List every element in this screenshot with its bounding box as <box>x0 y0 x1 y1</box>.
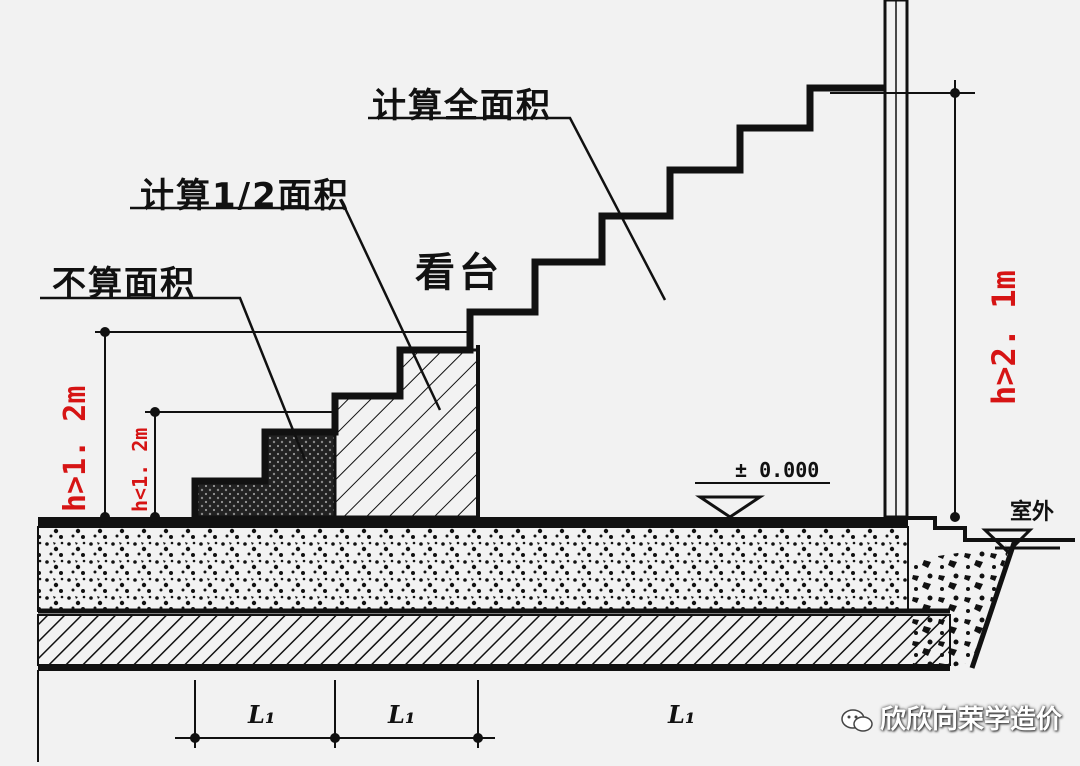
dim-dot <box>950 512 960 522</box>
dim-dot <box>150 512 160 522</box>
dim-dot <box>950 88 960 98</box>
dim-text-l1-a: L₁ <box>248 700 276 729</box>
watermark: 欣欣向荣学造价 <box>840 699 1062 736</box>
dim-dot <box>473 733 483 743</box>
label-elevation: ± 0.000 <box>735 458 820 482</box>
dim-h-lt-1-2 <box>145 408 335 520</box>
label-stand: 看台 <box>415 250 503 296</box>
outdoor-slope <box>969 539 1018 669</box>
outdoor-grade-line <box>905 516 1075 542</box>
outdoor-elevation-marker <box>981 528 1060 555</box>
label-full-area: 计算全面积 <box>372 86 552 126</box>
leader-half-area <box>130 206 442 411</box>
dim-dot <box>100 512 110 522</box>
leader-full-area <box>368 116 667 301</box>
floor-slab <box>38 517 908 527</box>
watermark-text: 欣欣向荣学造价 <box>879 705 1062 735</box>
label-half-area: 计算1/2面积 <box>140 176 350 216</box>
dim-dot <box>330 733 340 743</box>
dim-dot <box>100 327 110 337</box>
label-outdoor: 室外 <box>1010 500 1055 525</box>
dim-text-h-gt-1-2: h>1. 2m <box>58 385 93 512</box>
dim-dot <box>190 733 200 743</box>
dim-text-l1-b: L₁ <box>388 700 416 729</box>
hatched-base <box>37 614 951 666</box>
dim-text-l1-c: L₁ <box>668 700 696 729</box>
wechat-icon <box>841 708 873 732</box>
dim-h-gt-1-2 <box>95 328 470 520</box>
dim-dot <box>150 407 160 417</box>
outdoor-rubble <box>912 545 1010 668</box>
elevation-marker <box>695 495 765 519</box>
gravel-layer <box>37 526 909 612</box>
label-no-area: 不算面积 <box>52 264 196 304</box>
dim-text-h-gt-2-1: h>2. 1m <box>985 270 1023 405</box>
half-area-region <box>333 348 480 519</box>
stand-profile <box>191 84 890 517</box>
dim-text-h-lt-1-2: h<1. 2m <box>128 427 152 512</box>
leader-no-area <box>40 296 307 461</box>
